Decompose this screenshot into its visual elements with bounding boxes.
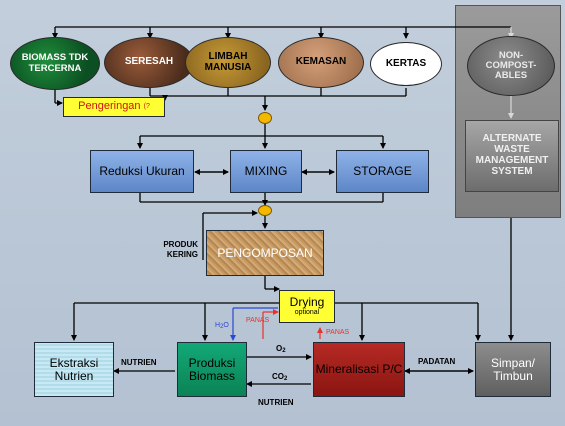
drying-optional-label: optional xyxy=(294,309,320,317)
co2-label: CO2 xyxy=(272,372,287,382)
h2o-label: H2O xyxy=(215,322,229,330)
drying-box: Drying optional xyxy=(279,290,335,323)
source-kertas-ellipse: KERTAS xyxy=(370,42,442,86)
pengeringan-box: Pengeringan (? xyxy=(63,97,165,117)
source-seresah-ellipse: SERESAH xyxy=(104,37,194,88)
panas-left-label: PANAS xyxy=(246,317,270,324)
padatan-label: PADATAN xyxy=(418,357,456,366)
produk-kering-label: PRODUK KERING xyxy=(163,240,198,259)
reduksi-ukuran-box: Reduksi Ukuran xyxy=(90,150,194,193)
connector-dot-middle xyxy=(258,205,272,216)
storage-box: STORAGE xyxy=(336,150,429,193)
o2-label: O2 xyxy=(276,344,286,354)
mineralisasi-box: Mineralisasi P/C xyxy=(313,342,405,397)
non-compostables-ellipse: NON-COMPOST-ABLES xyxy=(467,36,555,96)
pengeringan-note: (? xyxy=(143,103,150,111)
ekstraksi-nutrien-box: Ekstraksi Nutrien xyxy=(34,342,114,397)
source-kemasan-ellipse: KEMASAN xyxy=(278,37,364,88)
drying-label: Drying xyxy=(289,295,325,310)
pengeringan-label: Pengeringan xyxy=(78,100,141,113)
h2o-label-subscript: 2 xyxy=(220,324,224,330)
mixing-box: MIXING xyxy=(230,150,302,193)
o2-label-base: O xyxy=(276,344,283,353)
co2-label-base: CO xyxy=(272,372,284,381)
h2o-label-tail: O xyxy=(223,322,229,329)
o2-label-subscript: 2 xyxy=(282,348,286,354)
produksi-biomass-box: Produksi Biomass xyxy=(177,342,247,397)
h2o-label-base: H xyxy=(215,322,221,329)
connector-dot-top xyxy=(258,112,272,124)
nutrien-bottom-label: NUTRIEN xyxy=(258,398,294,407)
pengomposan-box: PENGOMPOSAN xyxy=(206,230,324,276)
co2-label-subscript: 2 xyxy=(284,376,288,382)
source-biomass-ellipse: BIOMASS TDK TERCERNA xyxy=(10,37,100,90)
source-limbah-ellipse: LIMBAH MANUSIA xyxy=(185,37,271,88)
simpan-timbun-box: Simpan/ Timbun xyxy=(475,342,551,397)
panas-right-label: PANAS xyxy=(326,329,350,336)
nutrien-left-label: NUTRIEN xyxy=(121,358,157,367)
alternate-waste-box: ALTERNATE WASTE MANAGEMENT SYSTEM xyxy=(465,120,559,192)
